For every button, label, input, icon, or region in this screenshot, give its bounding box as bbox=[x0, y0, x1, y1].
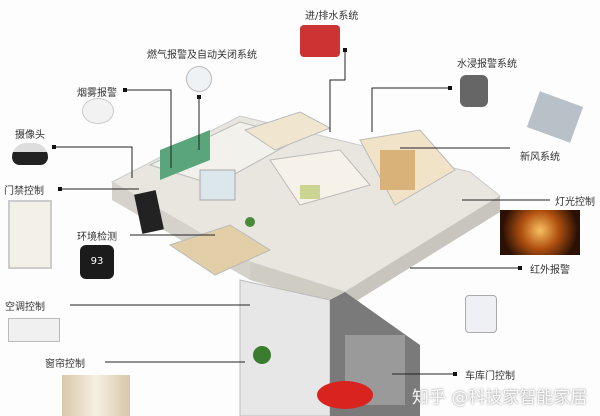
label-curtain: 窗帘控制 bbox=[45, 359, 85, 370]
label-water-leak: 水浸报警系统 bbox=[457, 59, 517, 70]
car bbox=[317, 381, 373, 409]
thermostat-icon: 93 bbox=[80, 245, 114, 279]
label-air-conditioning: 空调控制 bbox=[5, 302, 45, 313]
label-lighting: 灯光控制 bbox=[555, 197, 595, 208]
door-access-icon bbox=[8, 200, 52, 269]
label-environment: 环境检测 bbox=[77, 232, 117, 243]
infrared-sensor-icon bbox=[465, 295, 497, 333]
curtain-icon bbox=[62, 375, 130, 416]
label-camera: 摄像头 bbox=[15, 130, 45, 141]
label-water-drain: 进/排水系统 bbox=[305, 11, 359, 22]
watermark: 知乎 @科技家智能家居 bbox=[412, 388, 588, 408]
label-infrared-alarm: 红外报警 bbox=[530, 265, 570, 276]
label-access-control: 门禁控制 bbox=[4, 186, 44, 197]
label-fresh-air: 新风系统 bbox=[520, 152, 560, 163]
water-pump-icon bbox=[300, 25, 340, 57]
label-gas-alarm: 燃气报警及自动关闭系统 bbox=[147, 50, 257, 61]
lamp-icon bbox=[500, 210, 580, 255]
smoke-detector-icon bbox=[82, 98, 114, 124]
label-smoke-alarm: 烟雾报警 bbox=[77, 88, 117, 99]
ac-controller-icon bbox=[8, 318, 60, 342]
gas-detector-icon bbox=[186, 66, 212, 92]
label-garage-door: 车库门控制 bbox=[465, 371, 515, 382]
camera-icon bbox=[12, 143, 48, 165]
water-leak-sensor-icon bbox=[460, 75, 488, 107]
